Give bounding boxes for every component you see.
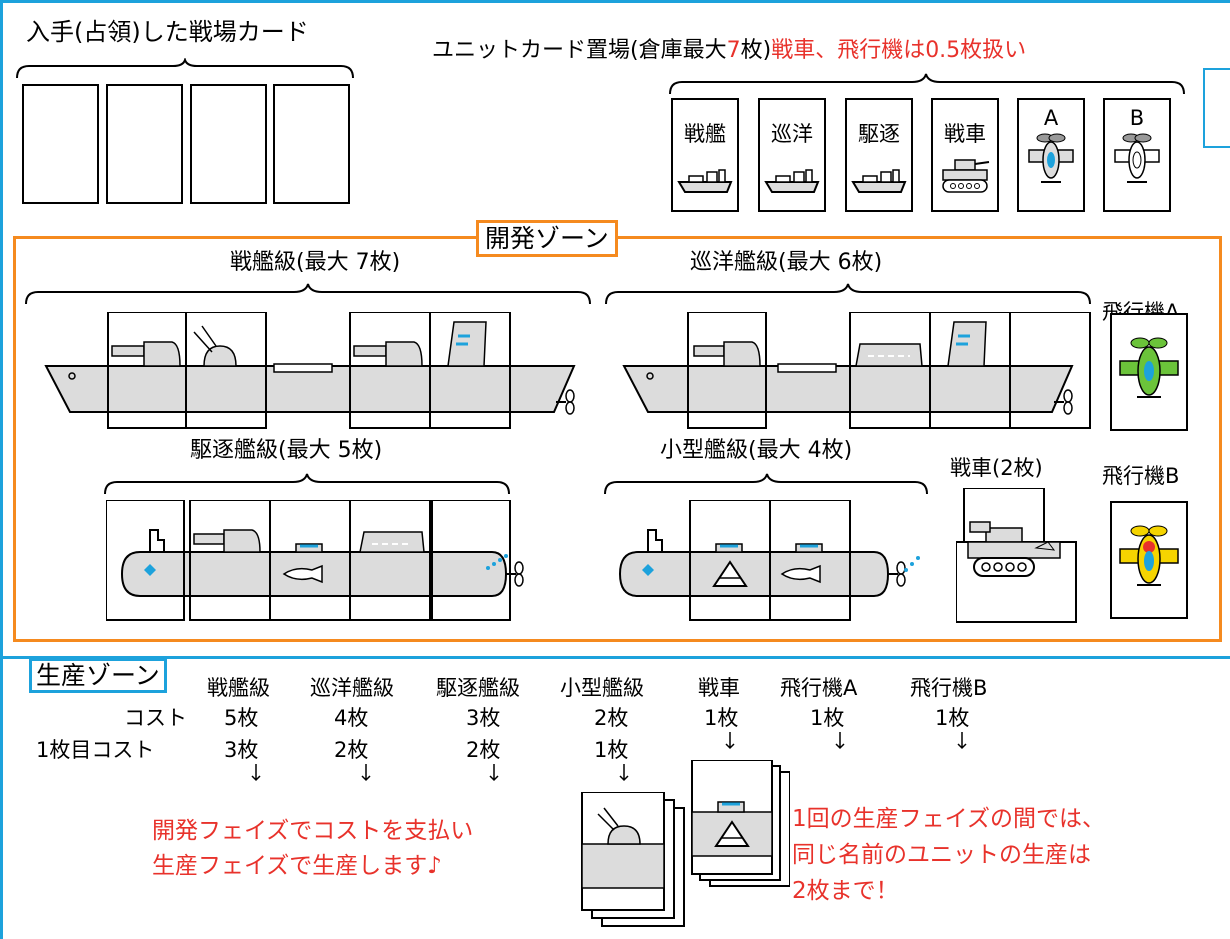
prod-col-plane-a: 飛行機A — [780, 676, 858, 700]
ship-icon — [677, 169, 733, 193]
tank-drawing — [956, 488, 1077, 623]
destroyer-brace — [104, 473, 510, 495]
acquired-card-slot[interactable] — [273, 84, 350, 204]
note-left-line2: 生産フェイズで生産します♪ — [152, 853, 442, 879]
storage-card-label: 戦車 — [944, 122, 986, 146]
battleship-class-label: 戦艦級(最大 7枚) — [230, 250, 401, 275]
plane-icon — [1119, 337, 1179, 398]
production-zone-divider — [0, 656, 1230, 659]
storage-card-plane-a[interactable]: A — [1017, 98, 1085, 212]
first-cost-battleship: 3枚 — [224, 738, 259, 762]
ship-icon — [764, 169, 820, 193]
cost-plane-b: 1枚 — [935, 706, 970, 730]
destroyer-class-label: 駆逐艦級(最大 5枚) — [190, 438, 383, 463]
cost-tank: 1枚 — [704, 706, 739, 730]
storage-max-number: 7 — [726, 38, 741, 63]
destroyer-drawing — [106, 500, 524, 621]
storage-note: 戦車、飛行機は0.5枚扱い — [771, 38, 1027, 63]
storage-card-label: 駆逐 — [858, 122, 900, 146]
tank-icon — [942, 159, 990, 193]
plane-b-label: 飛行機B — [1102, 464, 1180, 488]
acquired-brace — [16, 58, 354, 79]
storage-card-label: 巡洋 — [771, 122, 813, 146]
outer-frame-top — [0, 0, 1230, 3]
produced-small-stack — [691, 760, 790, 887]
first-cost-destroyer: 2枚 — [466, 738, 501, 762]
storage-label-text: ユニットカード置場(倉庫最大 — [432, 38, 727, 63]
prod-col-destroyer: 駆逐艦級 — [436, 676, 520, 700]
storage-card-label: A — [1043, 106, 1059, 130]
prod-col-small: 小型艦級 — [560, 676, 644, 700]
storage-card-tank[interactable]: 戦車 — [931, 98, 999, 212]
storage-card-label: 戦艦 — [684, 122, 726, 146]
first-cost-cruiser: 2枚 — [334, 738, 369, 762]
plane-icon — [1114, 133, 1160, 183]
battleship-drawing — [44, 312, 576, 429]
cost-battleship: 5枚 — [224, 706, 259, 730]
ship-icon — [851, 169, 907, 193]
cost-row-label: コスト — [124, 706, 187, 730]
prod-col-battleship: 戦艦級 — [207, 676, 270, 700]
acquired-cards-label: 入手(占領)した戦場カード — [26, 18, 309, 46]
cost-small: 2枚 — [594, 706, 629, 730]
storage-card-battleship[interactable]: 戦艦 — [671, 98, 739, 212]
prod-col-tank: 戦車 — [698, 676, 740, 700]
unit-storage-label: ユニットカード置場(倉庫最大7枚)戦車、飛行機は0.5枚扱い — [432, 40, 1026, 62]
outer-frame-left — [0, 0, 3, 939]
produced-battleship-stack — [581, 792, 685, 927]
cost-cruiser: 4枚 — [334, 706, 369, 730]
production-zone-title: 生産ゾーン — [29, 658, 167, 693]
cost-plane-a: 1枚 — [810, 706, 845, 730]
note-right-line3: 2枚まで！ — [792, 878, 899, 904]
acquired-card-slot[interactable] — [22, 84, 99, 204]
prod-col-cruiser: 巡洋艦級 — [310, 676, 394, 700]
storage-brace — [669, 73, 1185, 95]
plane-icon — [1119, 525, 1179, 586]
storage-label-text2: 枚) — [740, 38, 772, 63]
storage-card-destroyer[interactable]: 駆逐 — [845, 98, 913, 212]
plane-a-card[interactable] — [1110, 313, 1188, 431]
acquired-card-slot[interactable] — [190, 84, 267, 204]
cruiser-brace — [605, 283, 1091, 305]
first-cost-small: 1枚 — [594, 738, 629, 762]
cruiser-class-label: 巡洋艦級(最大 6枚) — [690, 250, 883, 275]
cost-destroyer: 3枚 — [466, 706, 501, 730]
storage-card-label: B — [1129, 106, 1145, 130]
small-ship-drawing — [618, 500, 920, 621]
battleship-brace — [25, 283, 591, 305]
small-class-label: 小型艦級(最大 4枚) — [660, 438, 853, 463]
plane-b-card[interactable] — [1110, 501, 1188, 619]
tank-label: 戦車(2枚) — [950, 456, 1043, 480]
cruiser-drawing — [622, 312, 1091, 429]
note-left-line1: 開発フェイズでコストを支払い — [152, 818, 474, 844]
note-right-line2: 同じ名前のユニットの生産は — [792, 842, 1091, 868]
storage-card-plane-b[interactable]: B — [1103, 98, 1171, 212]
small-brace — [604, 473, 928, 495]
plane-icon — [1028, 133, 1074, 183]
acquired-card-slot[interactable] — [106, 84, 183, 204]
prod-col-plane-b: 飛行機B — [910, 676, 988, 700]
note-right-line1: 1回の生産フェイズの間では、 — [792, 806, 1105, 832]
development-zone-title: 開発ゾーン — [476, 220, 618, 257]
right-partial-panel — [1203, 68, 1230, 148]
wake-icon — [486, 554, 508, 570]
storage-card-cruiser[interactable]: 巡洋 — [758, 98, 826, 212]
down-arrows — [251, 732, 967, 782]
first-cost-row-label: 1枚目コスト — [36, 738, 155, 762]
